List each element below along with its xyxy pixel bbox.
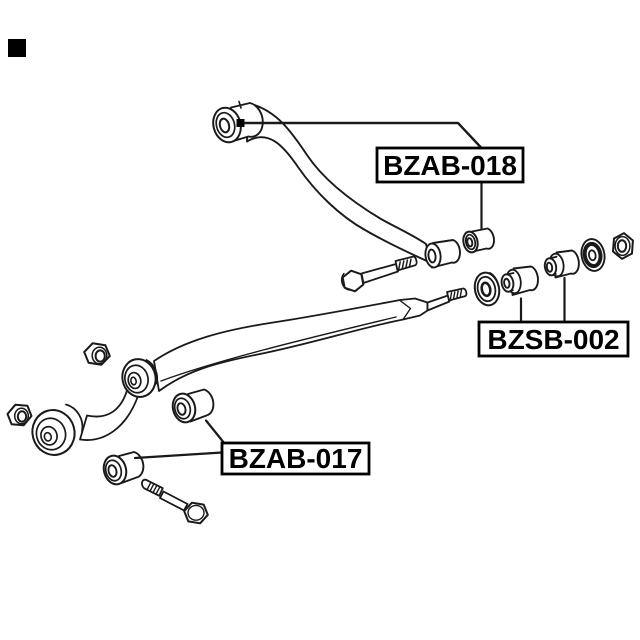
label-box [220, 441, 371, 476]
leader-line-bzab017-lower [133, 451, 224, 460]
label-box [477, 320, 630, 358]
arm-bushing-part-bzab017-upper [171, 388, 215, 424]
pointer-marker-square [236, 119, 245, 127]
label-text: BZSB-002 [487, 324, 619, 355]
print-mark-square [8, 39, 26, 57]
sub-frame-bushing-outer [543, 249, 580, 279]
label-bzsb002: BZSB-002 [477, 320, 630, 358]
lower-arm-end-bushing [31, 403, 84, 456]
grooved-retainer-ring [580, 238, 606, 272]
bolt-thread-hatches [146, 481, 161, 495]
lower-control-arm [31, 287, 468, 456]
leader-line-bzab018-arm [243, 121, 483, 149]
bolt-shaft [360, 263, 399, 284]
label-box [375, 146, 525, 184]
lower-arm-s-section [79, 386, 139, 441]
leader-line-bzab017-upper [204, 419, 226, 445]
bushing-slit [238, 100, 242, 109]
hex-nut-lower-left [6, 403, 33, 427]
lower-arm-neck [426, 294, 451, 312]
sub-frame-bushing-inner [500, 265, 539, 296]
label-text: BZAB-017 [229, 443, 363, 474]
lower-arm-thread-hatches [449, 289, 463, 301]
arm-bushing-part-bzab017-lower [102, 451, 145, 486]
washer [473, 271, 501, 307]
arm-bushing-part-bzab018 [462, 227, 495, 254]
lower-arm-blade [153, 297, 429, 392]
label-bzab017: BZAB-017 [220, 441, 371, 476]
bolt-shaft [159, 490, 189, 512]
hex-nut-right [612, 232, 634, 260]
bolt-upper [340, 255, 418, 293]
bolt-thread-hatches [397, 258, 412, 271]
upper-arm-rear-bushing [424, 239, 461, 269]
upper-control-arm [212, 100, 461, 269]
hex-nut-upper-left [83, 342, 111, 366]
bolt-hex-head [341, 269, 365, 293]
label-text: BZAB-018 [383, 150, 517, 181]
label-bzab018: BZAB-018 [375, 146, 525, 184]
bolt-lower [141, 478, 209, 525]
lower-arm-eye-bushing [121, 358, 158, 398]
